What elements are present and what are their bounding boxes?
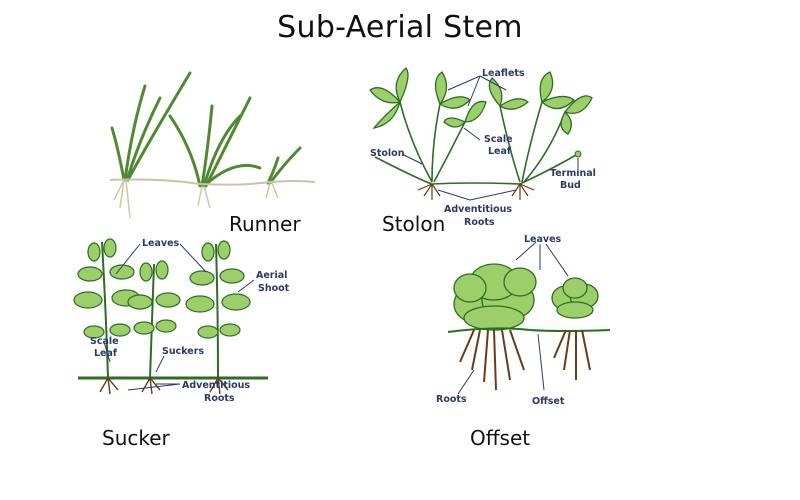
stolon-caption: Stolon — [382, 212, 446, 236]
sucker-roots — [99, 377, 229, 395]
page-title: Sub-Aerial Stem — [277, 10, 523, 45]
sucker-leaves — [73, 238, 251, 339]
sucker-shoots — [101, 241, 219, 379]
stolon-label-adventitious: Adventitious — [444, 204, 512, 215]
sucker-label-adventitious: Adventitious — [182, 380, 250, 391]
offset-pointers — [457, 241, 569, 395]
stolon-label-scale: Scale — [484, 134, 513, 145]
runner-caption: Runner — [229, 212, 301, 236]
runner-stem — [109, 178, 316, 186]
stolon-roots — [417, 183, 535, 200]
sucker-caption: Sucker — [102, 426, 170, 450]
stolon-label-stolon: Stolon — [370, 148, 405, 159]
offset-label-roots: Roots — [436, 394, 467, 405]
stolon-label-leaflets: Leaflets — [482, 68, 525, 79]
sucker-illustration: Leaves Aerial Shoot Scale Leaf Suckers A… — [73, 238, 290, 404]
runner-roots — [113, 179, 279, 219]
stolon-label-roots: Roots — [464, 217, 495, 228]
sucker-label-leaves: Leaves — [142, 238, 180, 249]
stolon-pointers — [401, 75, 579, 201]
stolon-illustration: Leaflets Scale Leaf Stolon Terminal Bud … — [369, 67, 596, 228]
offset-label-leaves: Leaves — [524, 234, 562, 245]
sucker-label-aerial: Aerial — [256, 270, 287, 281]
stolon-label-bud: Bud — [560, 180, 581, 191]
sucker-label-leaf: Leaf — [94, 348, 118, 359]
runner-grass — [110, 71, 302, 188]
offset-illustration: Leaves Roots Offset — [436, 234, 611, 407]
sucker-label-suckers: Suckers — [162, 346, 204, 357]
stolon-label-terminal: Terminal — [550, 168, 596, 179]
offset-caption: Offset — [470, 426, 531, 450]
stolon-label-leaf: Leaf — [488, 146, 512, 157]
runner-illustration — [109, 71, 316, 219]
stolon-leaflets — [369, 67, 593, 135]
offset-leaves — [453, 263, 599, 331]
sucker-label-shoot: Shoot — [258, 283, 290, 294]
sucker-label-roots: Roots — [204, 393, 235, 404]
offset-label-offset: Offset — [532, 396, 565, 407]
sucker-pointers — [103, 243, 255, 391]
stolon-runners — [374, 153, 579, 185]
offset-roots — [459, 329, 591, 391]
sucker-label-scale: Scale — [90, 336, 119, 347]
stolon-petioles — [399, 101, 566, 183]
offset-runner — [447, 327, 611, 333]
stolon-terminal-bud — [574, 150, 582, 158]
